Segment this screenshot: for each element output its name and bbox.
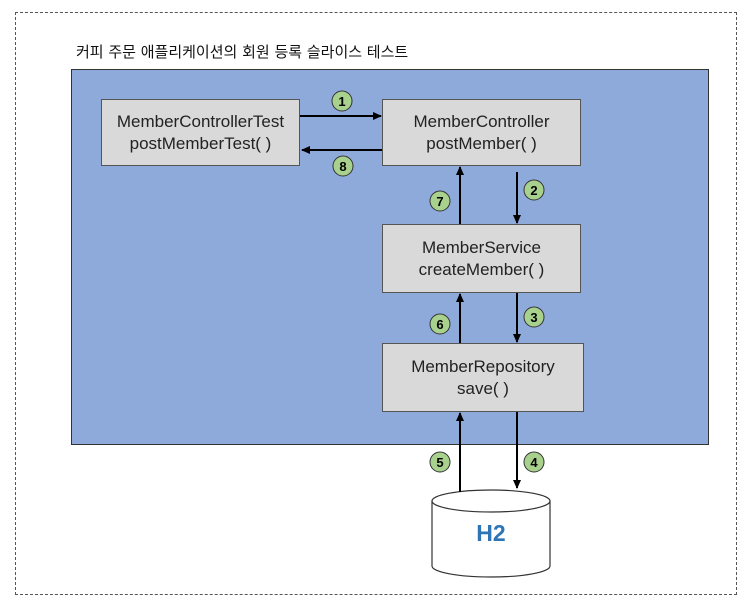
svg-text:7: 7: [436, 194, 443, 209]
save-method: save( ): [457, 378, 509, 398]
member-service-box: MemberService createMember( ): [382, 224, 581, 293]
svg-text:6: 6: [436, 317, 443, 332]
member-controller-name: MemberController: [413, 111, 550, 131]
step-badge-3: 3: [523, 306, 545, 328]
svg-text:2: 2: [530, 183, 537, 198]
step-badge-1: 1: [331, 90, 353, 112]
h2-database-cylinder: [431, 489, 551, 578]
create-member-method: createMember( ): [418, 259, 545, 279]
member-repository-box: MemberRepository save( ): [382, 343, 584, 412]
member-controller-test-name: MemberControllerTest: [116, 111, 285, 131]
svg-text:5: 5: [436, 455, 443, 470]
svg-text:8: 8: [339, 159, 346, 174]
post-member-method: postMember( ): [426, 133, 537, 153]
member-repository-name: MemberRepository: [411, 356, 555, 376]
post-member-test-method: postMemberTest( ): [129, 133, 272, 153]
svg-text:1: 1: [338, 94, 345, 109]
svg-text:4: 4: [530, 455, 538, 470]
svg-text:3: 3: [530, 310, 537, 325]
member-controller-test-box: MemberControllerTest postMemberTest( ): [101, 99, 300, 166]
outer-dashed-frame: [15, 12, 737, 595]
step-badge-7: 7: [429, 190, 451, 212]
step-badge-5: 5: [429, 451, 451, 473]
step-badge-6: 6: [429, 313, 451, 335]
member-service-name: MemberService: [421, 237, 542, 257]
step-badge-4: 4: [523, 451, 545, 473]
step-badge-8: 8: [332, 155, 354, 177]
h2-database-label: H2: [476, 520, 506, 546]
step-badge-2: 2: [523, 179, 545, 201]
diagram-title: 커피 주문 애플리케이션의 회원 등록 슬라이스 테스트: [76, 43, 409, 61]
member-controller-box: MemberController postMember( ): [382, 99, 581, 166]
